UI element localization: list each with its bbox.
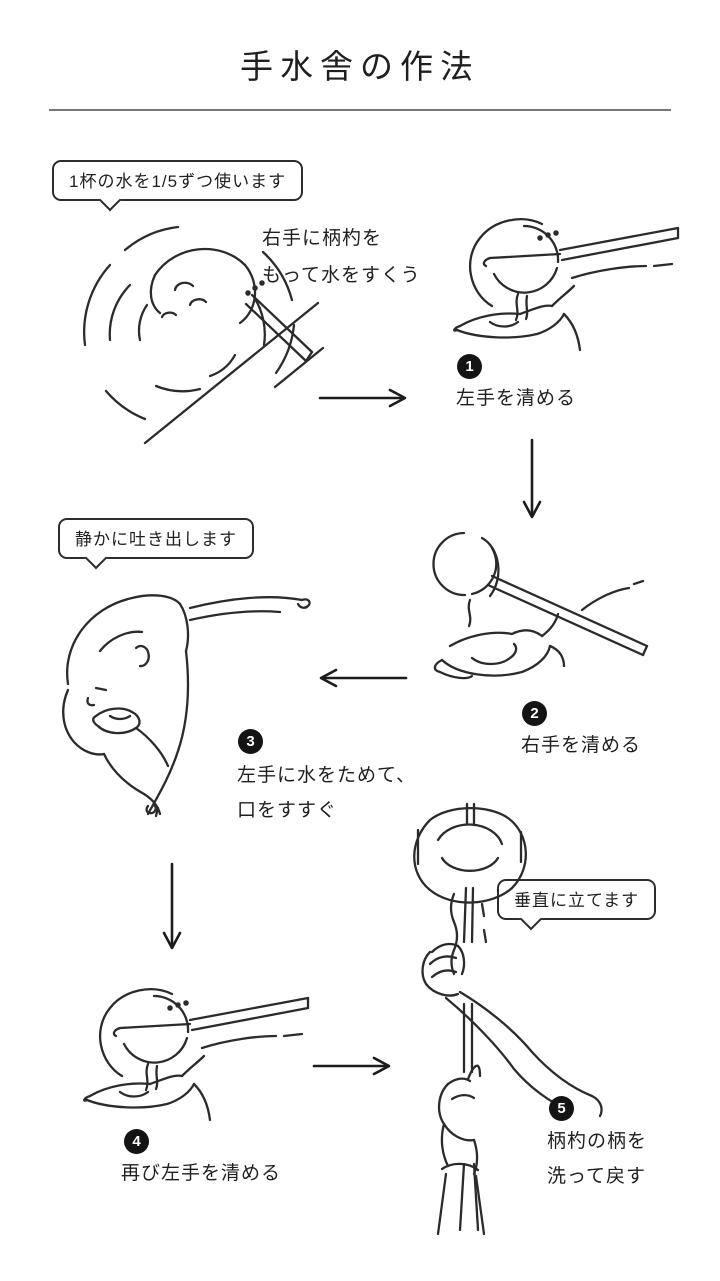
step-1-badge: 1 xyxy=(457,354,482,379)
speech-bubble-spit-quietly-text: 静かに吐き出します xyxy=(75,530,237,549)
step-5-label: 柄杓の柄を 洗って戻す xyxy=(547,1124,647,1194)
step-3-label-line1: 左手に水をためて、 xyxy=(237,765,417,786)
step-5-label-line1: 柄杓の柄を xyxy=(547,1131,648,1152)
scoop-water-top-view-illustration xyxy=(83,225,325,445)
arrow-right-icon xyxy=(318,388,407,408)
arrow-left-icon xyxy=(319,668,408,688)
speech-bubble-spit-quietly: 静かに吐き出します xyxy=(58,518,254,570)
arrow-down-icon xyxy=(522,438,542,519)
step-1-label: 左手を清める xyxy=(456,388,577,409)
title-divider xyxy=(49,109,671,111)
step-3-badge: 3 xyxy=(238,729,263,754)
intro-caption-line2: もって水をすくう xyxy=(262,265,421,286)
step-2-label: 右手を清める xyxy=(521,735,642,756)
step-2-number: 2 xyxy=(530,705,539,722)
step-3-label-line2: 口をすすぐ xyxy=(237,800,338,821)
arrow-right-icon xyxy=(312,1056,391,1076)
pour-left-hand-illustration xyxy=(453,218,680,352)
intro-caption-line1: 右手に柄杓を xyxy=(262,228,383,249)
speech-bubble-hold-vertical-text: 垂直に立てます xyxy=(514,891,640,910)
step-4-number: 4 xyxy=(132,1133,141,1150)
page-title: 手水舎の作法 xyxy=(240,48,480,85)
vertical-ladle-illustration xyxy=(413,802,603,1236)
rinse-mouth-illustration xyxy=(62,594,311,818)
speech-bubble-hold-vertical: 垂直に立てます xyxy=(497,879,657,931)
pour-right-hand-illustration xyxy=(432,531,649,680)
step-3-label: 左手に水をためて、 口をすすぐ xyxy=(237,758,416,828)
step-3-number: 3 xyxy=(246,733,255,750)
arrow-down-icon xyxy=(162,862,182,950)
step-4-badge: 4 xyxy=(124,1129,149,1154)
speech-bubble-water-usage: 1杯の水を1/5ずつ使います xyxy=(52,160,304,212)
step-4-label: 再び左手を清める xyxy=(121,1163,282,1184)
step-5-badge: 5 xyxy=(549,1096,574,1121)
step-5-number: 5 xyxy=(557,1100,566,1117)
intro-caption: 右手に柄杓を もって水をすくう xyxy=(262,220,421,294)
speech-bubble-water-usage-text: 1杯の水を1/5ずつ使います xyxy=(69,172,287,191)
step-1-number: 1 xyxy=(465,358,474,375)
step-2-badge: 2 xyxy=(522,701,547,726)
pour-left-hand-again-illustration xyxy=(83,988,310,1122)
step-5-label-line2: 洗って戻す xyxy=(547,1166,647,1187)
